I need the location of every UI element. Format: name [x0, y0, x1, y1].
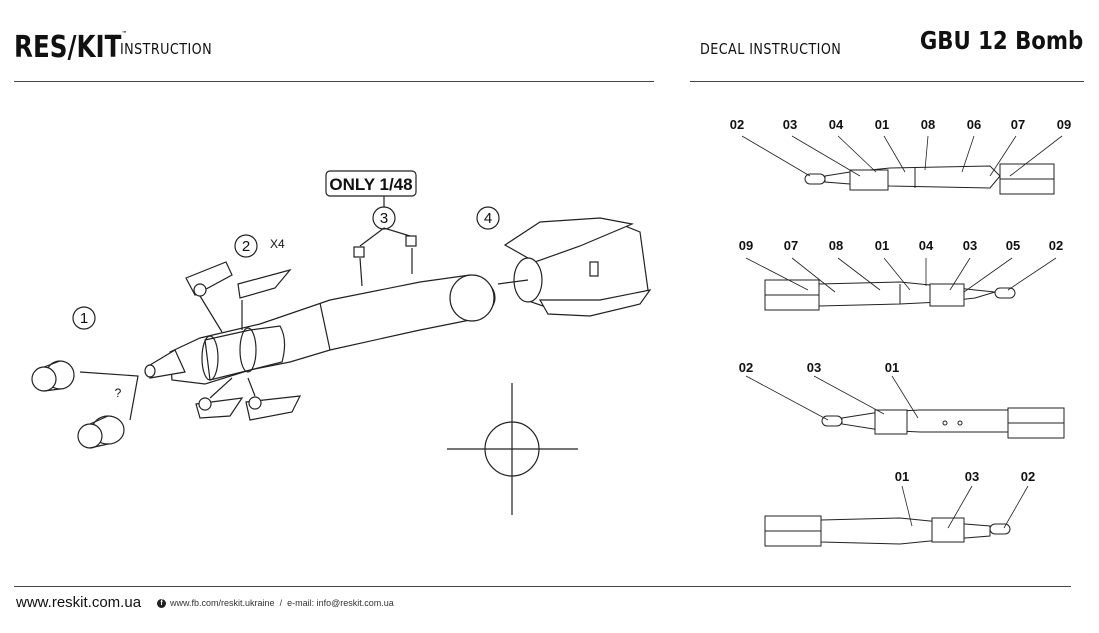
step-2-quantity: X4: [270, 237, 285, 251]
decal-2-label-8: 02: [1049, 238, 1063, 253]
decal-4-label-1: 01: [895, 469, 909, 484]
step-1-circle: [72, 306, 96, 330]
decal-3-label-3: 01: [885, 360, 899, 375]
footer-divider: [14, 586, 1071, 587]
page-title: GBU 12 Bomb: [919, 26, 1083, 55]
contact-links: f www.fb.com/reskit.ukraine / e-mail: inf…: [157, 598, 394, 609]
header-divider-left: [14, 81, 654, 82]
crosshair-mark: [447, 383, 578, 515]
decal-1-label-7: 07: [1011, 117, 1025, 132]
decal-2-label-2: 07: [784, 238, 798, 253]
decal-view-1: [804, 163, 1055, 195]
instruction-heading: INSTRUCTION: [120, 40, 213, 58]
decal-view-3: [821, 407, 1065, 439]
decal-view-2: [764, 279, 1016, 311]
suspension-lugs: [353, 227, 417, 287]
step-3-number: 3: [380, 210, 388, 227]
decal-1-label-6: 06: [967, 117, 981, 132]
decal-1-label-8: 09: [1057, 117, 1071, 132]
bomb-body: [144, 274, 496, 385]
decal-1-label-1: 02: [730, 117, 744, 132]
decal-2-label-1: 09: [739, 238, 753, 253]
nose-piece-option-b: [77, 415, 125, 449]
decal-2-label-5: 04: [919, 238, 934, 253]
link-separator: /: [279, 598, 283, 608]
step-2-number: 2: [242, 238, 250, 255]
decal-1-label-4: 01: [875, 117, 889, 132]
step-4-circle: [476, 206, 500, 230]
canard-fins: [185, 261, 302, 421]
facebook-icon: f: [157, 599, 166, 609]
decal-diagram: 02 03 04 01 08 06 07 09 09 07 08 01 04 0…: [730, 117, 1071, 547]
step-2-circle: [234, 234, 258, 258]
assembly-diagram: 1 2 3 4 ? ONLY 1/48 X4: [31, 170, 652, 515]
decal-2-label-4: 01: [875, 238, 889, 253]
step-1-number: 1: [80, 310, 88, 327]
nose-piece-option-a: [31, 360, 75, 392]
only-label: ONLY 1/48: [329, 175, 412, 194]
decal-1-label-2: 03: [783, 117, 797, 132]
decal-4-label-2: 03: [965, 469, 979, 484]
option-question-mark: ?: [115, 386, 122, 400]
decal-leader-lines: [741, 135, 1063, 529]
decal-2-label-6: 03: [963, 238, 977, 253]
decal-view-4: [764, 515, 1011, 547]
email-link[interactable]: e-mail: info@reskit.com.ua: [287, 598, 394, 608]
decal-3-label-2: 03: [807, 360, 821, 375]
decal-2-label-7: 05: [1006, 238, 1020, 253]
reskit-logo: RES/KIT™: [14, 30, 128, 65]
decal-1-label-3: 04: [829, 117, 844, 132]
decal-4-label-3: 02: [1021, 469, 1035, 484]
step-4-number: 4: [484, 210, 492, 227]
tail-kit: [497, 217, 652, 317]
only-label-box: [325, 170, 417, 197]
website-link[interactable]: www.reskit.com.ua: [16, 594, 142, 611]
decal-2-label-3: 08: [829, 238, 843, 253]
decal-3-label-1: 02: [739, 360, 753, 375]
decal-1-label-5: 08: [921, 117, 935, 132]
decal-instruction-heading: DECAL INSTRUCTION: [700, 40, 842, 58]
facebook-link[interactable]: www.fb.com/reskit.ukraine: [170, 598, 275, 608]
header-divider-right: [690, 81, 1084, 82]
